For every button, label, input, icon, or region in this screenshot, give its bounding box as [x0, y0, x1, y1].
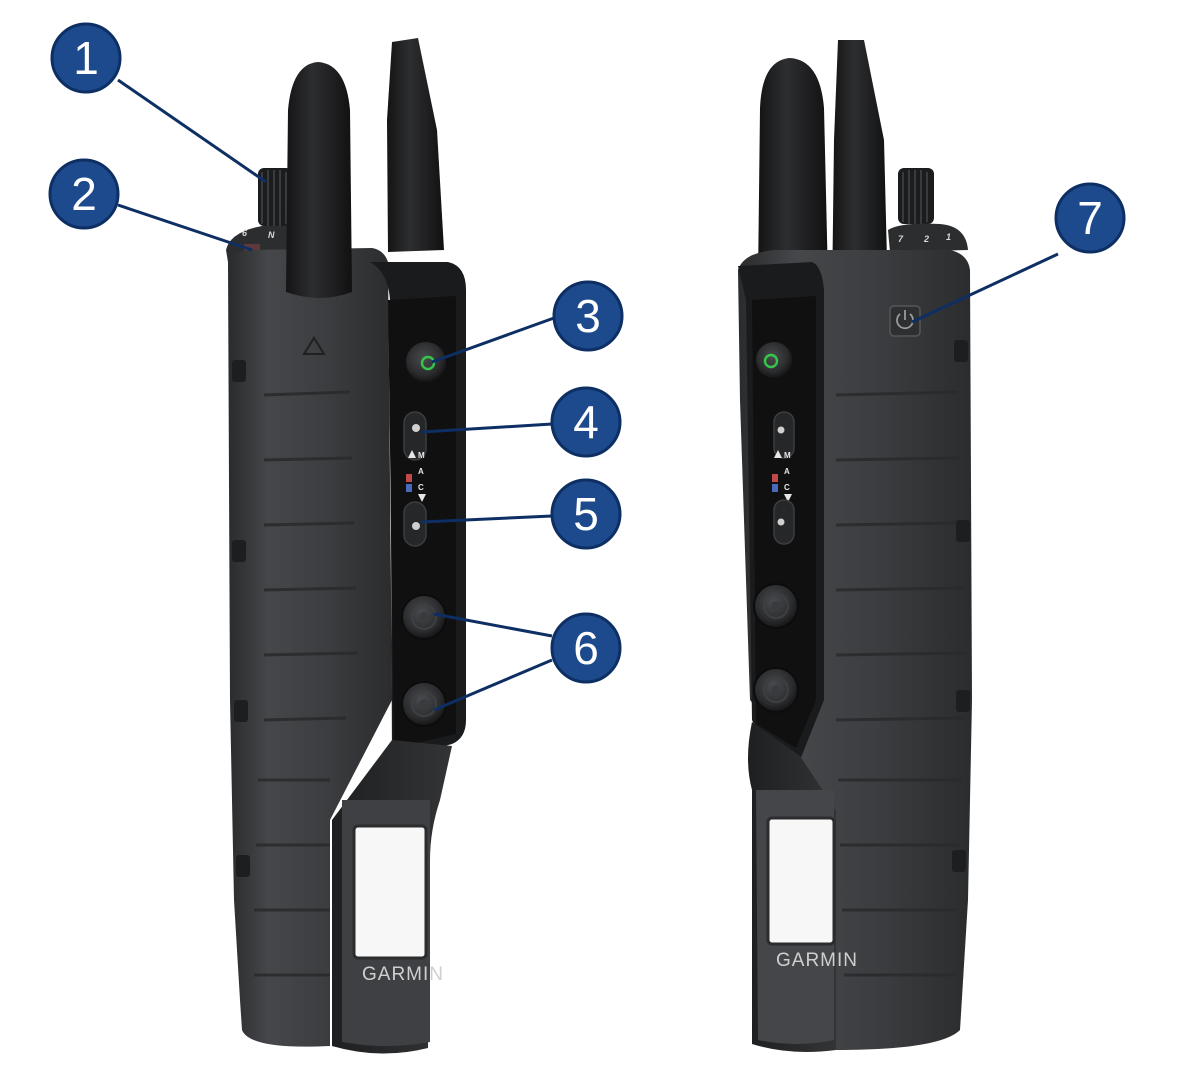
- device-body: [228, 248, 392, 1047]
- brand-logo: GARMIN: [776, 950, 858, 971]
- mode-label: A: [784, 467, 790, 476]
- leader-line-3: [431, 316, 555, 364]
- power-button[interactable]: [889, 305, 921, 337]
- callouts: 1 2 3 4 5 6 7: [48, 22, 1126, 712]
- dial-knob: [258, 168, 292, 226]
- brand-logo: GARMIN: [362, 964, 444, 985]
- dial-knob: 7 2 1: [888, 168, 968, 252]
- mode-label: M: [784, 451, 791, 460]
- body-ridges: [835, 390, 967, 977]
- mode-label: A: [418, 467, 424, 476]
- dial-label: 1: [946, 232, 951, 242]
- callout-number: 3: [575, 290, 601, 342]
- dial-label: 7: [898, 234, 904, 244]
- mode-labels: M A C: [406, 450, 426, 502]
- mode-label: C: [418, 483, 424, 492]
- leader-line-1: [117, 78, 267, 184]
- upper-switch[interactable]: [773, 411, 795, 459]
- short-antenna: [758, 58, 828, 286]
- callout-number: 7: [1077, 192, 1103, 244]
- round-button-upper[interactable]: [401, 594, 447, 640]
- round-button-upper[interactable]: [753, 583, 799, 629]
- callout-3: 3: [552, 280, 624, 352]
- callout-4: 4: [550, 386, 622, 458]
- side-grip: [232, 360, 250, 877]
- body-ridges: [254, 390, 359, 977]
- leader-line-4: [421, 422, 553, 434]
- leader-line-2: [117, 203, 253, 252]
- upper-switch[interactable]: [403, 411, 427, 461]
- round-button-lower[interactable]: [753, 667, 799, 713]
- mode-label: C: [784, 483, 790, 492]
- callout-number: 6: [573, 622, 599, 674]
- display-screen: [352, 824, 428, 960]
- callout-2: 2: [48, 158, 120, 230]
- dial-label: 6: [242, 228, 248, 238]
- callout-6: 6: [550, 612, 622, 684]
- dial-label: 2: [923, 234, 929, 244]
- long-antenna: [832, 40, 888, 300]
- lower-switch[interactable]: [403, 501, 427, 547]
- callout-1: 1: [50, 22, 122, 94]
- short-antenna: [286, 62, 352, 298]
- side-grip: [952, 340, 970, 872]
- callout-number: 4: [573, 396, 599, 448]
- triangle-mark: [302, 336, 326, 355]
- leader-line-7: [911, 252, 1059, 324]
- callout-7: 7: [1054, 182, 1126, 254]
- lower-switch[interactable]: [773, 499, 795, 545]
- callout-number: 5: [573, 488, 599, 540]
- right-device: 7 2 1: [738, 40, 972, 1052]
- leader-line-5: [421, 514, 553, 524]
- callout-number: 2: [71, 168, 97, 220]
- mode-label: M: [418, 451, 425, 460]
- green-button[interactable]: [406, 342, 446, 382]
- display-screen: [766, 816, 836, 946]
- leader-line-6a: [433, 612, 553, 638]
- green-button[interactable]: [756, 342, 792, 378]
- leader-line-6b: [433, 658, 553, 712]
- left-device: N 6: [226, 38, 466, 1054]
- callout-number: 1: [73, 32, 99, 84]
- mode-labels: M A C: [772, 450, 792, 502]
- round-button-lower[interactable]: [401, 681, 447, 727]
- long-antenna: [387, 38, 444, 252]
- dial-label: N: [268, 230, 275, 240]
- callout-5: 5: [550, 478, 622, 550]
